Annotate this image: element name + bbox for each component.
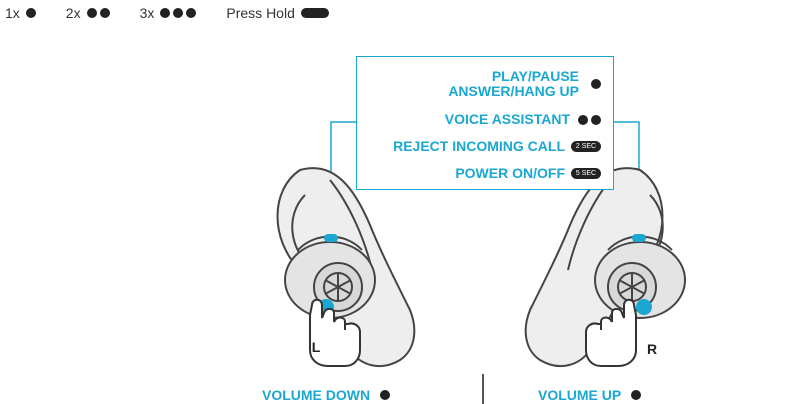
reject-call-label: REJECT INCOMING CALL <box>393 138 565 154</box>
right-earbud-icon <box>524 167 686 368</box>
answer-hangup-line: ANSWER/HANG UP <box>448 84 579 99</box>
off-label: OFF <box>537 165 565 181</box>
answer-label: ANSWER <box>448 83 511 99</box>
legend-single-press: 1x <box>5 5 36 21</box>
left-earbud-icon <box>276 167 416 368</box>
divider <box>482 374 484 404</box>
dot-icon <box>578 114 588 125</box>
single-dot-icon <box>591 79 601 89</box>
volume-down-label: VOLUME DOWN <box>262 387 391 403</box>
dot-icon <box>160 8 171 18</box>
pill-icon <box>300 8 329 18</box>
controls-panel: PLAY/PAUSE ANSWER/HANG UP VOICE ASSISTAN… <box>356 56 614 190</box>
volume-up-label: VOLUME UP <box>538 387 642 403</box>
right-label: R <box>647 341 657 357</box>
dot-icon <box>591 114 601 125</box>
legend-label: 2x <box>65 5 81 21</box>
separator: / <box>527 68 532 84</box>
volume-down-text: VOLUME DOWN <box>262 387 371 403</box>
legend-label: 1x <box>5 5 20 21</box>
power-text: POWER ON/OFF <box>455 166 565 181</box>
pause-label: PAUSE <box>531 68 579 84</box>
hold-badge: 2 SEC <box>571 141 601 152</box>
volume-up-text: VOLUME UP <box>538 387 622 403</box>
left-label: L <box>312 339 321 355</box>
dot-icon <box>99 8 110 18</box>
press-legend: 1x 2x 3x Press Hold <box>5 5 329 21</box>
dot-icon <box>631 390 642 400</box>
separator: / <box>533 165 537 181</box>
play-label: PLAY <box>491 68 528 84</box>
legend-label: Press Hold <box>226 5 295 21</box>
play-pause-line: PLAY/PAUSE <box>448 69 579 84</box>
legend-triple-press: 3x <box>140 5 197 21</box>
power-row: POWER ON/OFF 5 SEC <box>455 166 601 181</box>
dot-icon <box>186 8 197 18</box>
play-pause-text: PLAY/PAUSE ANSWER/HANG UP <box>448 69 579 99</box>
dot-icon <box>86 8 97 18</box>
separator: / <box>510 83 515 99</box>
hang-up-label: HANG UP <box>514 83 579 99</box>
dot-icon <box>173 8 184 18</box>
hold-badge: 5 SEC <box>571 168 601 179</box>
legend-press-hold: Press Hold <box>226 5 329 21</box>
dot-icon <box>380 390 391 400</box>
legend-label: 3x <box>139 5 155 21</box>
voice-assistant-label: VOICE ASSISTANT <box>444 111 570 127</box>
voice-assistant-row: VOICE ASSISTANT <box>445 112 601 127</box>
power-on-label: POWER ON <box>455 165 534 181</box>
reject-call-row: REJECT INCOMING CALL 2 SEC <box>393 139 601 154</box>
play-pause-row: PLAY/PAUSE ANSWER/HANG UP <box>448 69 601 99</box>
legend-double-press: 2x <box>66 5 110 21</box>
dot-icon <box>25 8 36 18</box>
